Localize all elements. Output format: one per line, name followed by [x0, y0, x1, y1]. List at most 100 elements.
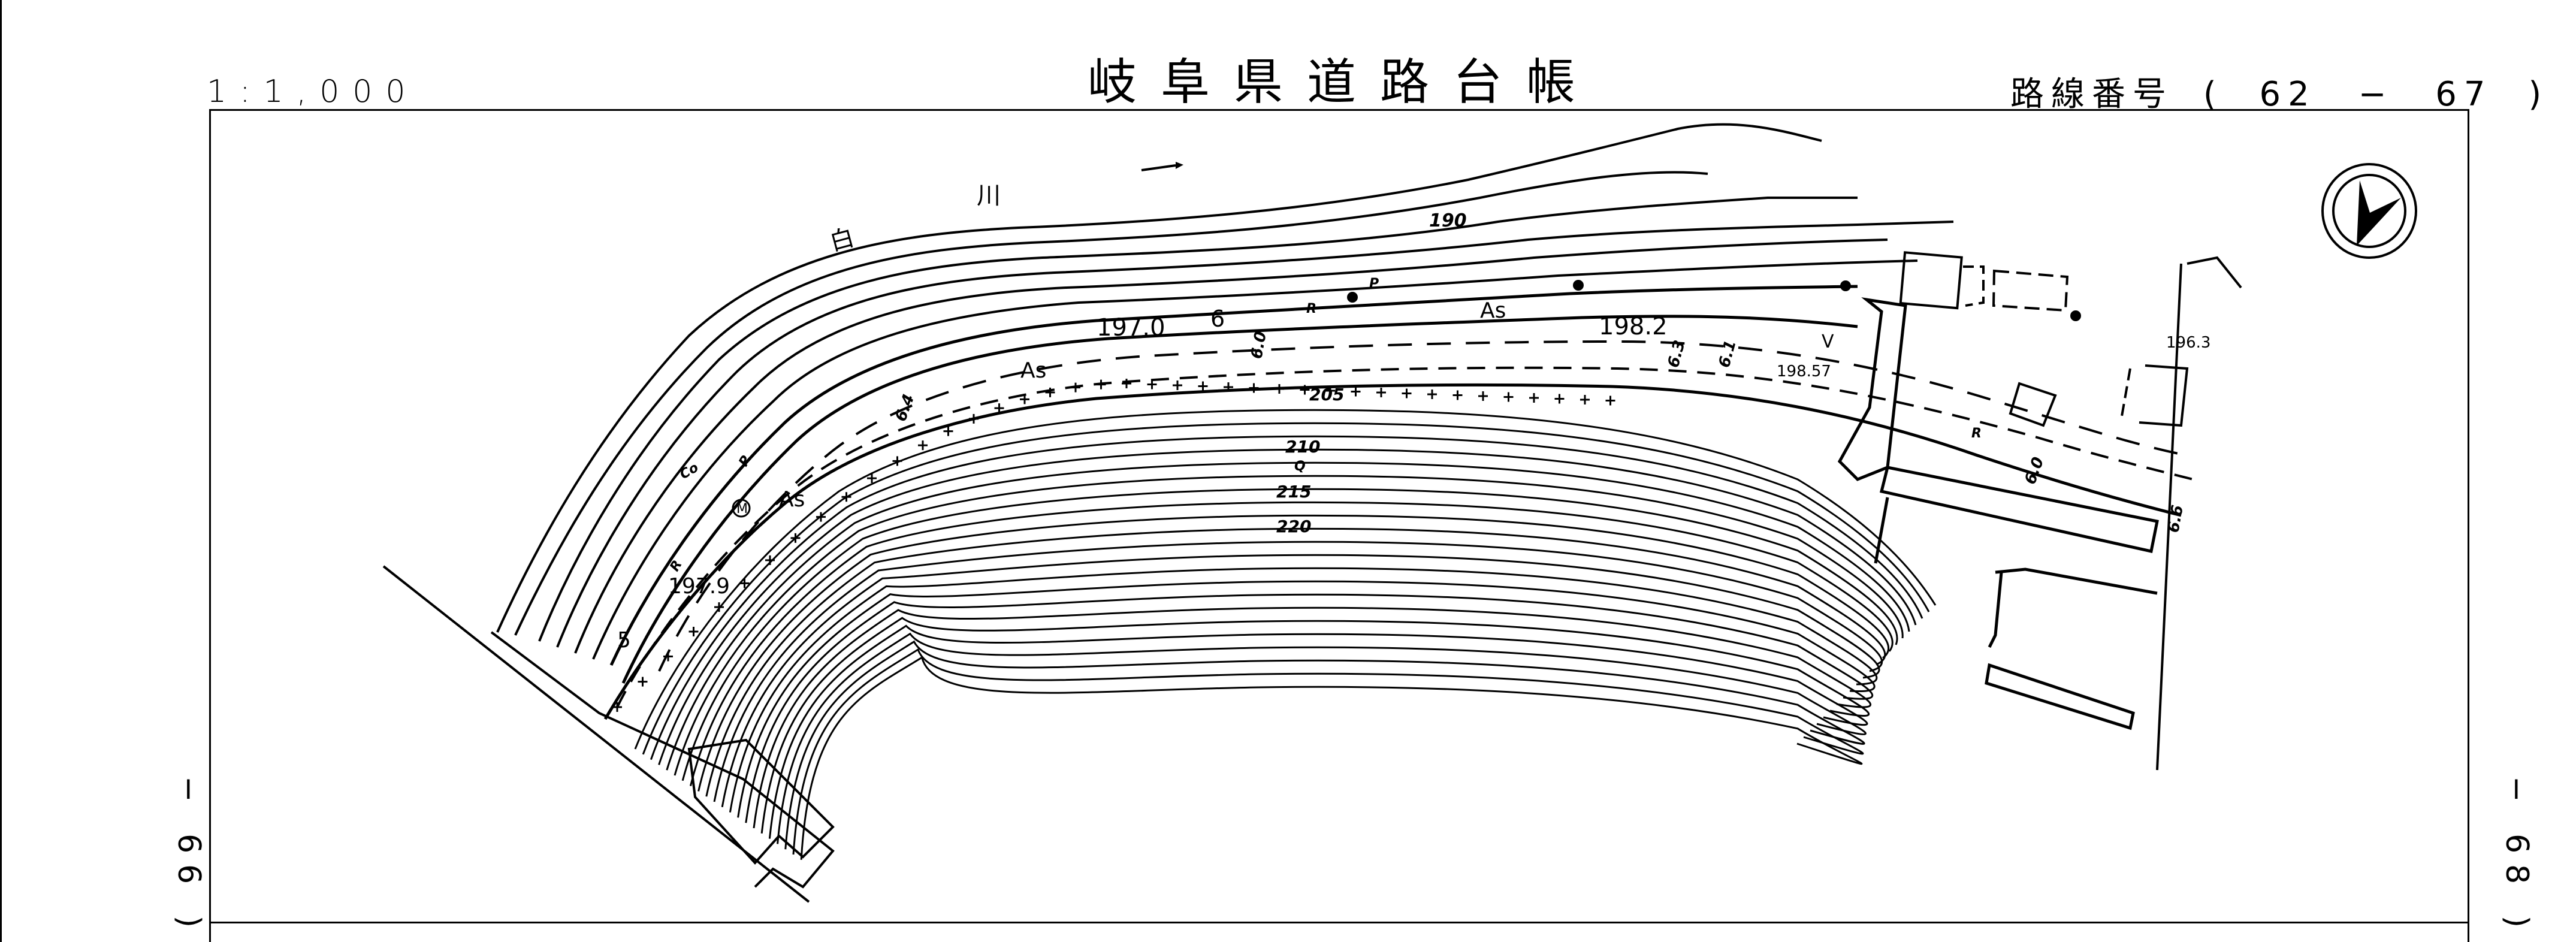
river-bank-lines [496, 123, 1954, 660]
map-bottom-rule [209, 922, 2469, 923]
cross-mark [1045, 387, 1055, 397]
symbol-co: Co [678, 460, 702, 482]
symbol-r: R [1971, 426, 1982, 441]
hill-contour-line [650, 435, 1923, 760]
hill-contour-line [634, 409, 1937, 750]
width-6-0: 6.0 [1248, 330, 1270, 361]
surface-label-as: As [1480, 298, 1506, 323]
cross-mark [663, 651, 673, 662]
road-centerline [658, 340, 2188, 672]
cross-mark [1173, 381, 1182, 390]
elevation-198-2: 198.2 [1599, 313, 1668, 340]
cross-mark [1529, 393, 1539, 403]
hill-contour-line [713, 541, 1883, 802]
cross-mark [1147, 379, 1157, 390]
cross-mark [1580, 395, 1590, 404]
hill-contour-line [666, 461, 1910, 771]
cross-mark [1478, 391, 1488, 401]
cross-mark [1096, 379, 1106, 390]
hill-contour-line [737, 580, 1876, 818]
route-close-paren: ) [2528, 75, 2549, 114]
hill-contour-line [689, 501, 1894, 786]
map-frame [209, 109, 2469, 942]
contour-215: 215 [1276, 482, 1311, 502]
cross-mark [1605, 395, 1615, 406]
width-6-0b: 6.0 [2021, 455, 2047, 487]
hill-contour-line [800, 656, 1863, 860]
station-q: Q [1294, 459, 1306, 474]
surface-label-as: As [1020, 358, 1046, 383]
cross-mark [867, 473, 877, 484]
route-from: 62 [2259, 75, 2317, 114]
symbol-v: V [1822, 331, 1834, 352]
hill-contour-line [705, 527, 1886, 797]
cross-mark [1224, 382, 1233, 392]
structures [1899, 251, 2242, 771]
sheet-left-edge [0, 0, 2, 942]
contour-220: 220 [1276, 517, 1311, 536]
route-number: 路線番号 ( 62 − 67 ) [2010, 67, 2548, 116]
map-scale: 1:1,000 [207, 74, 419, 110]
cross-mark [1376, 388, 1386, 397]
hill-contour-line [753, 606, 1871, 829]
hill-contour-line [768, 624, 1868, 839]
hill-contour-line [674, 475, 1904, 776]
cross-mark [1452, 390, 1463, 400]
hill-contour-line [760, 617, 1870, 834]
cross-mark [1402, 388, 1412, 398]
hill-contour-line [729, 567, 1878, 813]
flow-arrow-icon [1141, 162, 1183, 171]
cross-mark [1503, 392, 1514, 402]
cross-mark [739, 578, 750, 588]
symbol-r: R [1306, 301, 1316, 316]
river-name-1: 白 [827, 224, 857, 256]
road-shoulder-dashed [616, 366, 2194, 708]
hill-contour-line [642, 422, 1930, 755]
hill-contour-line [721, 554, 1880, 808]
cross-mark [994, 403, 1004, 413]
elevation-197-9: 197.9 [668, 574, 730, 599]
cross-mark [1249, 383, 1259, 393]
cross-mark [1275, 384, 1284, 394]
cross-mark [1300, 385, 1310, 395]
width-6-6: 6.6 [2164, 504, 2187, 535]
cross-mark [918, 440, 928, 451]
route-number-label: 路線番号 [2010, 75, 2173, 114]
cross-mark [1071, 382, 1080, 393]
cross-mark [1325, 386, 1335, 395]
hill-contour-line [784, 640, 1865, 850]
width-6-1: 6.1 [1716, 339, 1740, 370]
hill-contour-line [697, 514, 1890, 792]
river-name-2: 川 [977, 182, 1001, 210]
cross-mark [688, 626, 699, 636]
retaining-wall [1837, 297, 2159, 730]
hill-contour-line [792, 648, 1864, 855]
elevation-197-0: 197.0 [1097, 314, 1165, 342]
page-title: 岐阜県道路台帳 [1088, 54, 1600, 111]
cross-mark [612, 702, 622, 712]
contour-210: 210 [1285, 437, 1320, 457]
road-edge-lines [609, 285, 1858, 684]
cross-mark [1020, 394, 1029, 404]
cross-mark [1351, 387, 1361, 397]
surface-label-as: As [779, 487, 805, 512]
route-open-paren: ( [2203, 75, 2224, 114]
symbol-manhole: M [736, 502, 748, 517]
cross-mark [1122, 379, 1131, 388]
cross-mark [969, 413, 979, 424]
route-dash: − [2358, 75, 2394, 114]
width-6: 6 [1210, 306, 1225, 332]
route-to: 67 [2435, 75, 2493, 114]
width-6-4: 6.4 [892, 392, 918, 424]
elevation-198-57: 198.57 [1777, 363, 1831, 381]
hill-contour-line [658, 448, 1917, 765]
utility-poles [1347, 280, 2081, 321]
north-arrow-icon [2321, 163, 2417, 259]
bottom-left-parcel [382, 565, 835, 903]
cross-mark [638, 677, 648, 687]
hill-contour-line [745, 593, 1874, 823]
cross-mark [1554, 394, 1565, 404]
contour-190: 190 [1429, 210, 1467, 231]
contour-205: 205 [1309, 385, 1344, 404]
